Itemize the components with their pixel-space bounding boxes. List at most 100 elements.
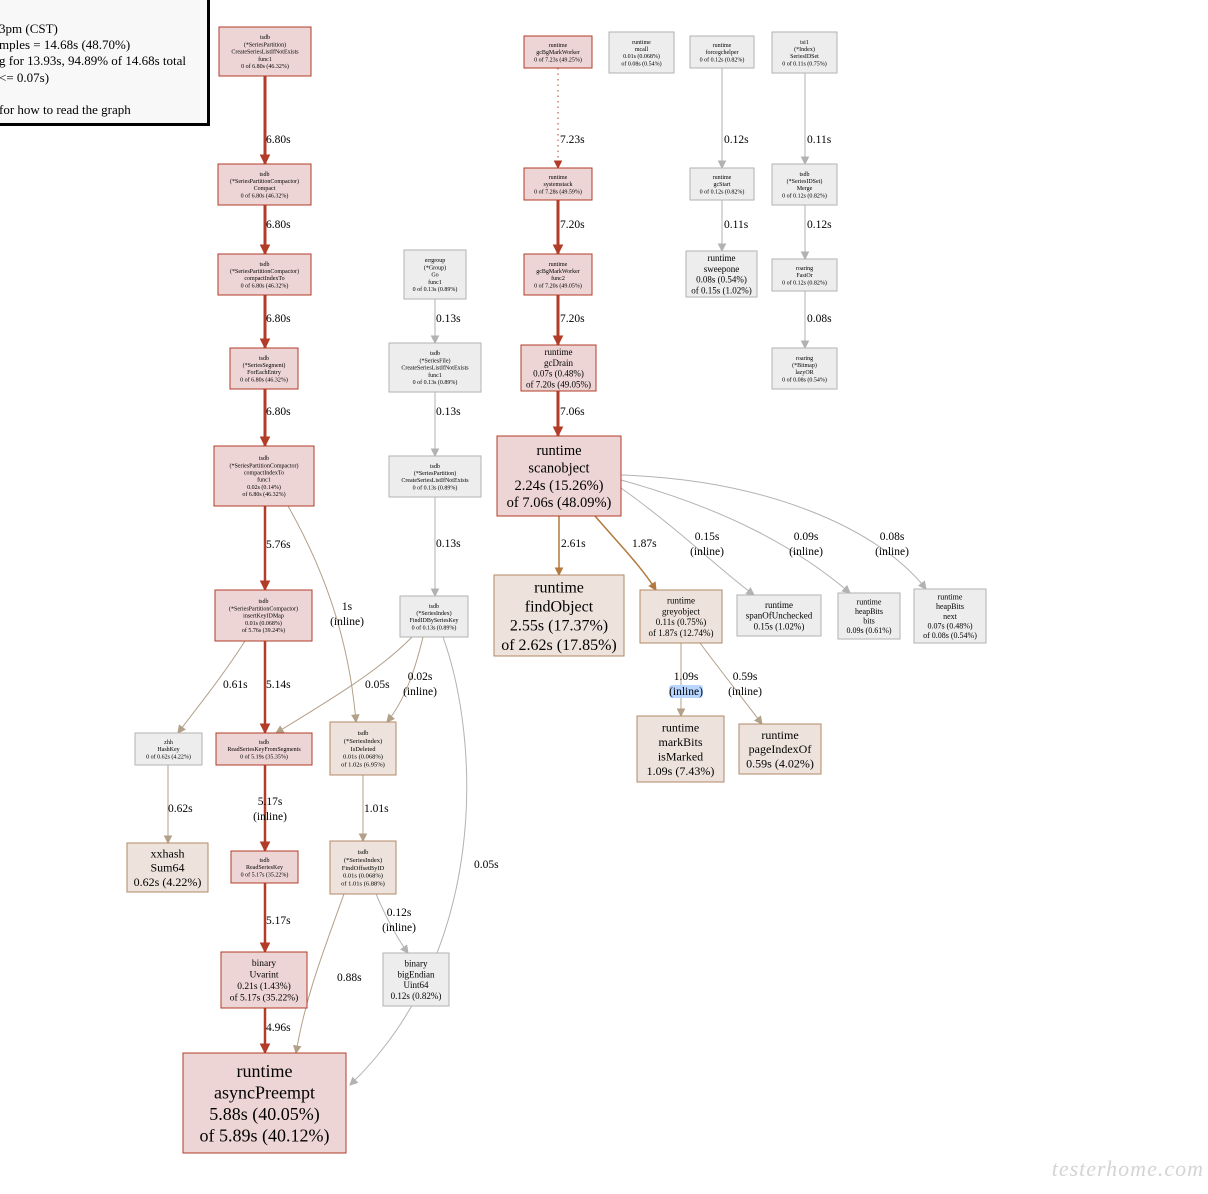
edge-n24-n26[interactable] xyxy=(594,515,657,591)
node-label: insertKeyIDMap xyxy=(243,614,284,620)
node-box xyxy=(523,35,593,69)
edge-label: 6.80s xyxy=(266,219,291,231)
legend-box: 3pm (CST) mples = 14.68s (48.70%) g for … xyxy=(0,0,208,124)
edge-label: 0.02s xyxy=(408,671,433,683)
node--seriespartition-createserieslistifnotexists[interactable]: tsdb(*SeriesPartition)CreateSeriesListIf… xyxy=(388,455,482,498)
node-label: 1.09s (7.43%) xyxy=(647,764,715,778)
node-label: 0.59s (4.02%) xyxy=(746,757,814,771)
node-label: binary xyxy=(405,958,428,968)
node-label: 0.11s (0.75%) xyxy=(656,617,706,627)
node-label: 0 of 0.12s (0.82%) xyxy=(700,56,745,63)
edge-n24-n29[interactable] xyxy=(620,474,927,590)
edge-n18-n10[interactable] xyxy=(295,893,345,1054)
edge-n24-n28[interactable] xyxy=(620,479,851,594)
node-box xyxy=(218,26,312,77)
node-label: SeriesIDSet xyxy=(790,54,819,60)
node-label: gcStart xyxy=(714,182,731,188)
edge-label: 0.13s xyxy=(436,406,461,418)
edge-arrowhead xyxy=(293,1044,302,1055)
edge-arrowhead xyxy=(259,338,271,350)
edge-arrowhead xyxy=(275,725,285,734)
node-label: 0.62s (4.22%) xyxy=(134,875,202,889)
node-label: of 2.62s (17.85%) xyxy=(501,637,617,654)
edge-label: 0.09s xyxy=(794,531,819,543)
node-createserieslistifnotexists-func1[interactable]: tsdb(*SeriesFile)CreateSeriesListIfNotEx… xyxy=(388,342,482,393)
edge-n16-n17[interactable] xyxy=(386,636,424,723)
node-label: 0 of 6.80s (46.32%) xyxy=(241,192,289,199)
node-createserieslistifnotexists-func1[interactable]: tsdb(*SeriesPartition)CreateSeriesListIf… xyxy=(218,26,312,77)
node-label: of 5.76s (39.24%) xyxy=(242,627,285,634)
edge-n16-n7[interactable] xyxy=(275,636,413,734)
edge-arrowhead xyxy=(259,942,271,954)
edge-n5-n17[interactable] xyxy=(287,505,357,723)
edge-n6-n11[interactable] xyxy=(177,640,246,734)
node-label: Merge xyxy=(797,186,813,192)
edge-arrowhead xyxy=(800,340,810,350)
node-box xyxy=(229,347,299,390)
legend-line-4: <= 0.07s) xyxy=(0,69,50,85)
node-label: 0 of 0.62s (4.22%) xyxy=(146,753,191,760)
search-highlight xyxy=(669,685,703,698)
node-label: bigEndian xyxy=(398,969,435,979)
node-insertkeyidmap-0-01s-0-068-[interactable]: tsdb(*SeriesPartitionCompactor)insertKey… xyxy=(214,589,313,642)
edge-n26-n31[interactable] xyxy=(699,642,763,725)
node-label: (*SeriesIndex) xyxy=(416,610,451,617)
edge-arrowhead xyxy=(841,584,851,594)
node-box xyxy=(134,732,203,766)
edge-arrowhead xyxy=(552,426,564,438)
node--seriespartitioncompactor-compactindexto[interactable]: tsdb(*SeriesPartitionCompactor)compactIn… xyxy=(217,253,312,296)
node-label: of 0.15s (1.02%) xyxy=(691,285,752,295)
node-label: Compact xyxy=(254,186,276,192)
node-label: 5.88s (40.05%) xyxy=(209,1104,320,1125)
node-label: runtime xyxy=(708,253,736,263)
edge-label: 0.05s xyxy=(365,679,390,691)
edge-label: 2.61s xyxy=(561,538,586,550)
node-label: 0 of 5.19s (35.35%) xyxy=(240,753,288,760)
node-box xyxy=(493,574,625,657)
edge-n16-n10[interactable] xyxy=(349,636,468,1086)
edge-n24-n27[interactable] xyxy=(620,487,755,596)
edge-label: 5.17s xyxy=(258,796,283,808)
node-label: tsdb xyxy=(260,35,270,41)
node-box xyxy=(329,840,397,895)
node-func1-0-02s-0-14-[interactable]: tsdb(*SeriesPartitionCompactor)compactIn… xyxy=(213,445,315,507)
node-label: func1 xyxy=(257,477,271,484)
edge-label: 0.13s xyxy=(436,313,461,325)
node--seriespartitioncompactor-compact[interactable]: tsdb(*SeriesPartitionCompactor)Compact0 … xyxy=(217,163,312,206)
node-box xyxy=(685,250,758,298)
node-label: 0 of 0.13s (0.89%) xyxy=(412,624,457,631)
